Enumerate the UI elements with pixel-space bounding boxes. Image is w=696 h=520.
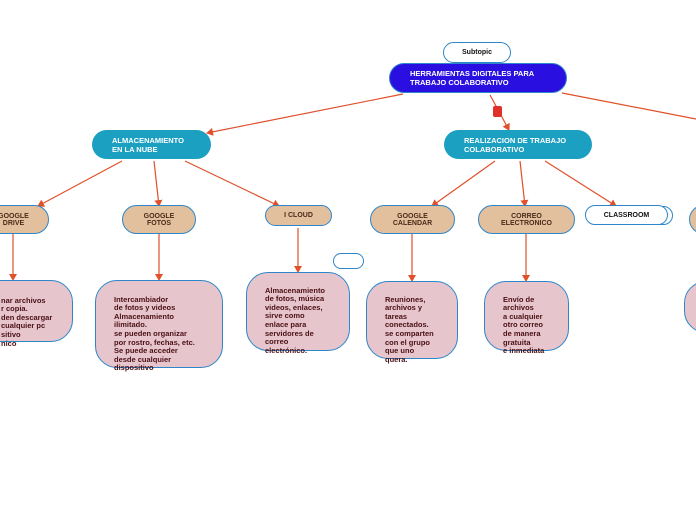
- note-google-calendar-text: Reuniones, archivos y tareas conectados.…: [385, 294, 434, 364]
- note-email-text: Envío de archivos a cualquier otro corre…: [503, 294, 545, 356]
- leaf-google-drive-label: GOOGLE DRIVE: [0, 212, 29, 227]
- leaf-google-photos[interactable]: GOOGLE FOTOS: [122, 205, 196, 234]
- note-icloud: Almacenamiento de fotos, música videos, …: [246, 272, 350, 355]
- leaf-icloud[interactable]: I CLOUD: [265, 205, 332, 226]
- topic-collab-line1: REALIZACION DE TRABAJO: [464, 135, 567, 145]
- note-google-photos: Intercambiador de fotos y videos Almacen…: [95, 280, 223, 372]
- leaf-email-label: CORREO ELECTRONICO: [501, 212, 552, 227]
- note-google-drive: nar archivos r copia. den descargar cual…: [0, 280, 73, 347]
- connector-storage-gphotos: [153, 160, 163, 207]
- topic-storage[interactable]: ALMACENAMIENTO EN LA NUBE: [92, 130, 211, 159]
- root-node[interactable]: HERRAMIENTAS DIGITALES PARA TRABAJO COLA…: [389, 63, 567, 93]
- leaf-classroom-label: CLASSROOM: [603, 211, 650, 219]
- subtopic-node[interactable]: Subtopic: [443, 42, 511, 63]
- connector-storage-icloud: [184, 160, 280, 208]
- connector-storage-gdrive: [37, 160, 123, 207]
- note-email: Envío de archivos a cualquier otro corre…: [484, 281, 569, 355]
- connector-root-storage: [206, 93, 404, 136]
- topic-collab-line2: COLABORATIVO: [464, 144, 525, 154]
- leaf-classroom[interactable]: CLASSROOM: [585, 205, 668, 225]
- topic-storage-line2: EN LA NUBE: [112, 144, 158, 154]
- connector-collab-email: [519, 160, 529, 207]
- note-google-drive-text: nar archivos r copia. den descargar cual…: [1, 295, 53, 348]
- root-title-line2: TRABAJO COLABORATIVO: [410, 78, 509, 87]
- leaf-google-calendar-label: GOOGLE CALENDAR: [392, 212, 433, 227]
- note-google-photos-text: Intercambiador de fotos y videos Almacen…: [114, 294, 195, 373]
- connector-collab-classroom: [544, 160, 617, 207]
- note-icloud-text: Almacenamiento de fotos, música videos, …: [265, 285, 326, 355]
- empty-topic-node[interactable]: [333, 253, 364, 269]
- collapse-toggle: [493, 106, 502, 117]
- subtopic-label: Subtopic: [462, 49, 492, 56]
- topic-storage-line1: ALMACENAMIENTO: [112, 135, 184, 145]
- leaf-icloud-label: I CLOUD: [284, 212, 313, 219]
- root-title-line1: HERRAMIENTAS DIGITALES PARA: [410, 69, 535, 78]
- topic-collab[interactable]: REALIZACION DE TRABAJO COLABORATIVO: [444, 130, 592, 159]
- leaf-google-photos-label: GOOGLE FOTOS: [143, 212, 175, 227]
- leaf-email[interactable]: CORREO ELECTRONICO: [478, 205, 575, 234]
- leaf-google-calendar[interactable]: GOOGLE CALENDAR: [370, 205, 455, 234]
- note-google-calendar: Reuniones, archivos y tareas conectados.…: [366, 281, 458, 364]
- connector-collab-gcalendar: [431, 160, 496, 207]
- connector-root-offscreen: [561, 92, 696, 120]
- leaf-google-drive[interactable]: GOOGLE DRIVE: [0, 205, 49, 234]
